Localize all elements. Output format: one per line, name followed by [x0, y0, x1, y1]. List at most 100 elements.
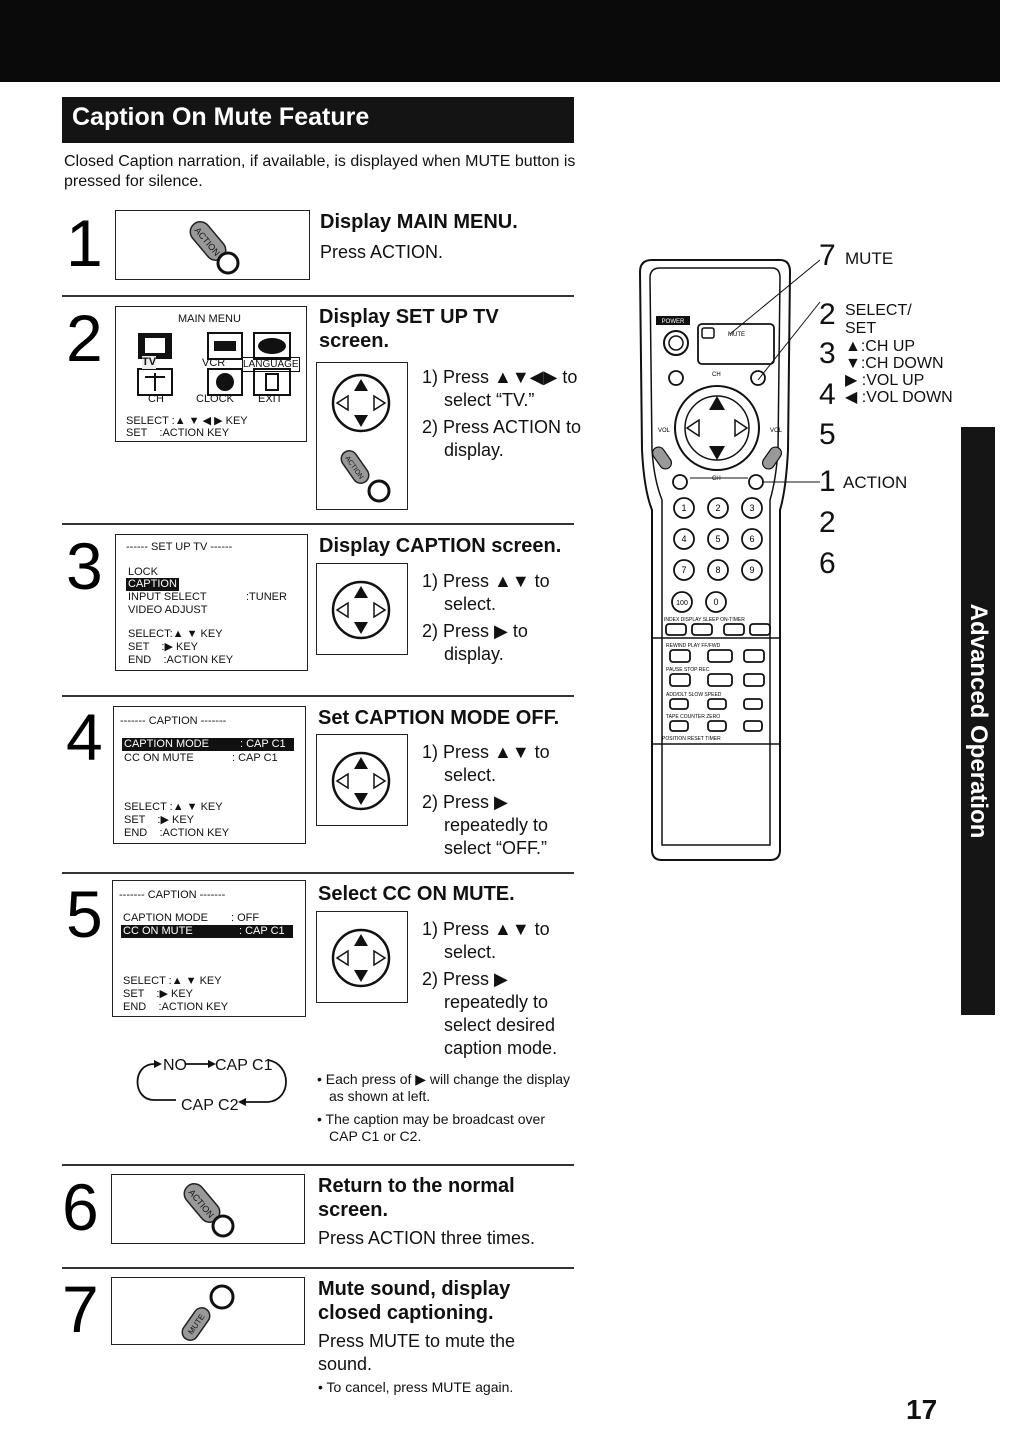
- divider: [62, 295, 574, 297]
- setup-tv-screen: ------ SET UP TV ------ LOCK CAPTION INP…: [115, 534, 308, 671]
- callout-set: SET: [845, 320, 877, 337]
- step-4-number: 4: [66, 700, 103, 774]
- step-7-heading: Mute sound, display closed captioning.: [318, 1278, 511, 1324]
- main-menu-screen: MAIN MENU TV VCR LANGUAGE CH CLOCK EXIT …: [115, 306, 307, 442]
- joystick-icon: [331, 580, 391, 640]
- cycle-cap-c1: CAP C1: [215, 1057, 273, 1074]
- step-5-number: 5: [66, 877, 103, 951]
- step-5-note-2: • The caption may be broadcast over CAP …: [317, 1111, 545, 1144]
- callout-select: SELECT/: [845, 302, 912, 319]
- step-2-remote-box: ACTION: [316, 362, 408, 510]
- step-5-note-1: • Each press of ▶ will change the displa…: [317, 1071, 571, 1104]
- callout-5-number: 5: [819, 418, 836, 451]
- svg-text:1: 1: [681, 503, 686, 513]
- step-3-remote-box: [316, 563, 408, 655]
- keypad: 1 2 3 4 5 6 7 8 9 100 0: [671, 497, 763, 613]
- svg-text:3: 3: [749, 503, 754, 513]
- joystick-icon: [331, 751, 391, 811]
- callout-3-number: 3: [819, 337, 836, 370]
- svg-text:REWIND PLAY FF/FWD: REWIND PLAY FF/FWD: [666, 643, 721, 649]
- step-6-heading: Return to the normal screen.: [318, 1175, 515, 1221]
- mute-button-icon: MUTE: [181, 1284, 235, 1341]
- svg-text:7: 7: [681, 565, 686, 575]
- svg-text:0: 0: [713, 597, 718, 607]
- svg-text:9: 9: [749, 565, 754, 575]
- section-title: Caption On Mute Feature: [62, 97, 574, 143]
- callout-action: ACTION: [843, 473, 908, 492]
- callout-4-number: 4: [819, 378, 836, 411]
- divider: [62, 872, 574, 874]
- svg-text:POWER: POWER: [662, 319, 685, 325]
- cycle-cap-c2: CAP C2: [181, 1097, 239, 1114]
- caption-mode-highlight: CAPTION MODE: CAP C1: [122, 738, 294, 751]
- step-5-instruction-1: 1) Press ▲▼ to select.: [422, 919, 550, 962]
- caption-highlight: CAPTION: [126, 578, 179, 591]
- callout-6-number: 6: [819, 547, 836, 580]
- callout-vol-up: ▶ :VOL UP: [845, 372, 925, 389]
- svg-text:VOL: VOL: [658, 428, 671, 434]
- step-4-remote-box: [316, 734, 408, 826]
- svg-text:MUTE: MUTE: [728, 332, 745, 338]
- svg-text:2: 2: [715, 503, 720, 513]
- page-number: 17: [906, 1394, 938, 1425]
- svg-text:100: 100: [676, 600, 688, 607]
- joystick-action-icon: ACTION: [331, 373, 391, 503]
- svg-text:VOL: VOL: [770, 428, 783, 434]
- step-7-number: 7: [62, 1272, 99, 1346]
- step-1-heading: Display MAIN MENU.: [320, 211, 518, 233]
- step-3-heading: Display CAPTION screen.: [319, 535, 562, 557]
- callout-select-number: 2: [819, 298, 836, 331]
- step-3-instruction-1: 1) Press ▲▼ to select.: [422, 571, 550, 614]
- step-5-instruction-2: 2) Press ▶ repeatedly to select desired …: [422, 969, 558, 1058]
- step-7-body: Press MUTE to mute the sound.: [318, 1331, 516, 1374]
- step-6-body: Press ACTION three times.: [318, 1228, 536, 1248]
- divider: [62, 523, 574, 525]
- svg-text:CH: CH: [712, 476, 721, 482]
- divider: [62, 1164, 574, 1166]
- callout-mute-number: 7: [819, 239, 836, 272]
- step-6-action-box: ACTION: [111, 1174, 305, 1244]
- step-4-instruction-2: 2) Press ▶ repeatedly to select “OFF.”: [422, 792, 549, 858]
- step-6-number: 6: [62, 1170, 99, 1244]
- step-2-heading: Display SET UP TV screen.: [319, 306, 499, 352]
- svg-text:4: 4: [681, 534, 686, 544]
- svg-text:8: 8: [715, 565, 720, 575]
- step-4-heading: Set CAPTION MODE OFF.: [318, 707, 560, 729]
- remote-control-illustration: POWER MUTE CH VOL VOL CH 1 2 3 4 5 6 7 8…: [638, 259, 821, 861]
- step-1-number: 1: [66, 206, 103, 280]
- step-2-instruction-1: 1) Press ▲▼◀▶ to select “TV.”: [422, 367, 578, 410]
- step-3-number: 3: [66, 529, 103, 603]
- callout-ch-up: ▲:CH UP: [845, 338, 916, 355]
- step-3-instruction-2: 2) Press ▶ to display.: [422, 621, 528, 664]
- step-2-number: 2: [66, 301, 103, 375]
- step-1-body: Press ACTION.: [320, 242, 444, 262]
- intro-text: Closed Caption narration, if available, …: [64, 153, 576, 190]
- step-5-heading: Select CC ON MUTE.: [318, 883, 515, 905]
- side-tab-label: Advanced Operation: [965, 603, 992, 839]
- main-menu-title: MAIN MENU: [178, 313, 241, 325]
- svg-text:CH: CH: [712, 372, 721, 378]
- cycle-no: NO: [163, 1057, 187, 1074]
- step-7-mute-box: MUTE: [111, 1277, 305, 1345]
- svg-text:ADD/DLT SLOW SPEED: ADD/DLT SLOW SPEED: [666, 692, 722, 698]
- step-2-instruction-2: 2) Press ACTION to display.: [422, 417, 582, 460]
- caption-mode-cycle-diagram: [136, 1059, 287, 1106]
- svg-text:PAUSE STOP REC: PAUSE STOP REC: [666, 667, 710, 673]
- step-4-instruction-1: 1) Press ▲▼ to select.: [422, 742, 550, 785]
- main-menu-icons: [137, 332, 291, 396]
- svg-text:6: 6: [749, 534, 754, 544]
- divider: [62, 1267, 574, 1269]
- cc-on-mute-highlight: CC ON MUTE: CAP C1: [121, 925, 293, 938]
- callout-mute: MUTE: [845, 249, 894, 268]
- caption-screen-step4: ------- CAPTION ------- CAPTION MODE: CA…: [113, 706, 306, 844]
- step-5-remote-box: [316, 911, 408, 1003]
- callout-vol-down: ◀ :VOL DOWN: [845, 389, 953, 406]
- top-banner: [0, 0, 1000, 82]
- divider: [62, 695, 574, 697]
- callout-action-number: 1: [819, 465, 836, 498]
- svg-text:5: 5: [715, 534, 720, 544]
- callout-ch-down: ▼:CH DOWN: [845, 355, 944, 372]
- step-1-action-box: ACTION: [115, 210, 310, 280]
- svg-text:INDEX DISPLAY SLEEP ON-TIMER: INDEX DISPLAY SLEEP ON-TIMER: [664, 617, 745, 623]
- joystick-icon: [331, 928, 391, 988]
